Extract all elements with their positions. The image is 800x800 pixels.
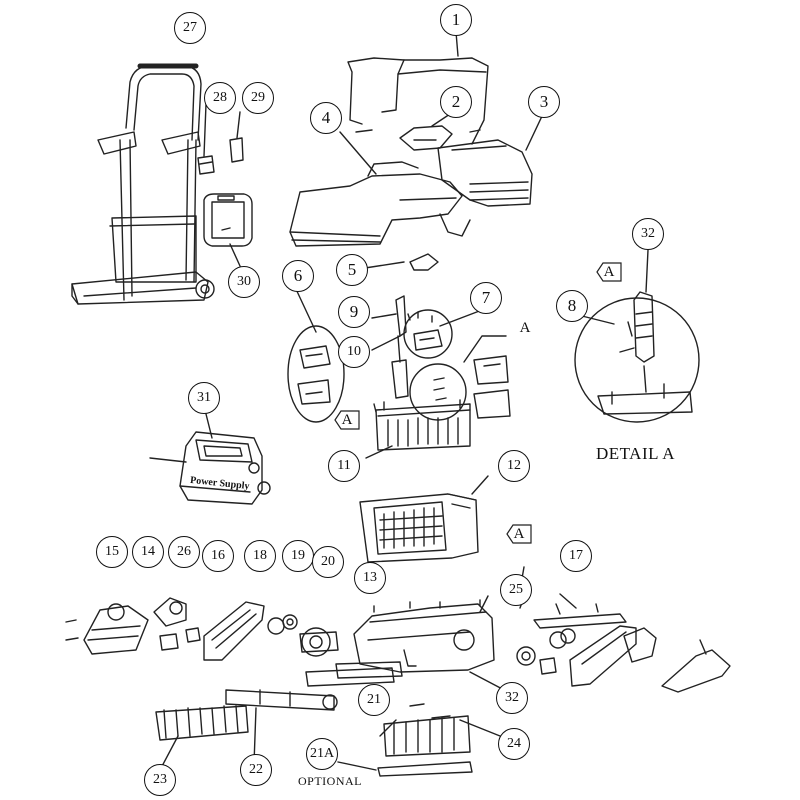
callout-26: 26 [168,536,200,568]
callout-27: 27 [174,12,206,44]
top-handle [347,57,489,145]
callout-8: 8 [556,290,588,322]
roller-tube [225,689,338,711]
callout-11: 11 [328,450,360,482]
left-lid [289,161,471,247]
callout-20: 20 [312,546,344,578]
callout-32-detail: 32 [632,218,664,250]
handle-clip [399,125,453,151]
callout-30: 30 [228,266,260,298]
impeller-parts [377,703,473,777]
bracket-a [473,355,509,385]
callout-3: 3 [528,86,560,118]
callout-14: 14 [132,536,164,568]
callout-19: 19 [282,540,314,572]
callout-1: 1 [440,4,472,36]
callout-21a: 21A [306,738,338,770]
callout-17: 17 [560,540,592,572]
inset-6 [287,325,345,423]
center-chassis [305,599,536,687]
callout-13: 13 [354,562,386,594]
bracket-b [473,389,511,419]
callout-2: 2 [440,86,472,118]
detail-ref-a-chassis: A [506,524,532,544]
callout-22: 22 [240,754,272,786]
detail-a-label: DETAIL A [596,444,675,463]
callout-32-chassis: 32 [496,682,528,714]
detail-a [574,291,700,423]
brush-roller [155,705,249,741]
callout-12: 12 [498,450,530,482]
clip-28 [197,155,215,175]
callout-7: 7 [470,282,502,314]
left-track [203,601,339,661]
callout-10: 10 [338,336,370,368]
callout-5: 5 [336,254,368,286]
callout-23: 23 [144,764,176,796]
callout-4: 4 [310,102,342,134]
filter-baskets [359,493,479,563]
left-side-parts [65,597,201,655]
clip-29 [229,137,244,163]
lid-latch [409,253,439,271]
detail-ref-a-inset: A [596,262,622,282]
callout-31: 31 [188,382,220,414]
detail-ref-a-motor: A [519,319,531,336]
callout-28: 28 [204,82,236,114]
callout-18: 18 [244,540,276,572]
callout-6: 6 [282,260,314,292]
detail-ref-a-board: A [334,410,360,430]
right-lid [437,139,533,207]
power-supply [149,431,271,505]
optional-label: OPTIONAL [298,774,362,788]
callout-25: 25 [500,574,532,606]
callout-16: 16 [202,540,234,572]
callout-24: 24 [498,728,530,760]
caddy-cart [71,63,215,305]
right-side-parts [533,603,731,693]
callout-29: 29 [242,82,274,114]
motor-unit [373,295,471,451]
callout-9: 9 [338,296,370,328]
callout-21: 21 [358,684,390,716]
callout-15: 15 [96,536,128,568]
card-holder [203,193,253,247]
